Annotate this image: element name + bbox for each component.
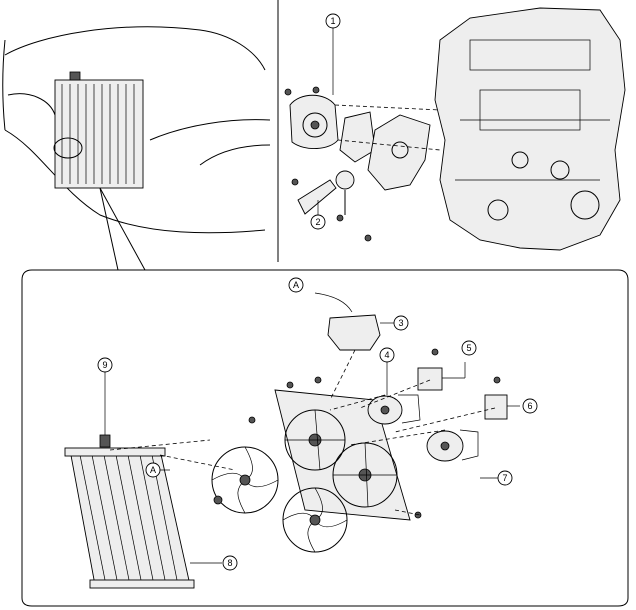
svg-text:1: 1: [330, 16, 335, 26]
svg-text:A: A: [293, 280, 299, 290]
svg-text:2: 2: [315, 217, 320, 227]
reference-a-top: A: [288, 277, 304, 293]
callout-5: 5: [461, 340, 477, 356]
lower-bolts: [248, 348, 501, 519]
callout-1: 1: [325, 13, 341, 29]
callout-4: 4: [379, 347, 395, 363]
water-pump-assembly: [284, 28, 441, 242]
fan-resistor-6: [484, 394, 508, 420]
svg-text:7: 7: [502, 473, 507, 483]
callout-2: 2: [310, 214, 326, 230]
fan-motor-lower: [426, 429, 479, 462]
fan-motor-upper: [367, 394, 421, 425]
svg-text:9: 9: [102, 360, 107, 370]
cooling-fan-left: [211, 446, 279, 514]
svg-text:4: 4: [384, 350, 389, 360]
fan-control-module: [314, 292, 381, 351]
svg-text:A: A: [150, 465, 156, 475]
vehicle-front-view: [2, 26, 271, 271]
radiator: [64, 434, 236, 589]
callout-9: 9: [97, 357, 113, 373]
svg-text:6: 6: [527, 401, 532, 411]
svg-text:8: 8: [227, 558, 232, 568]
fan-nut: [213, 495, 223, 505]
callout-3: 3: [393, 315, 409, 331]
small-radiator: [53, 71, 144, 189]
assembly-lines: [329, 349, 496, 516]
pump-bolts: [284, 86, 372, 242]
callout-7: 7: [497, 470, 513, 486]
callout-8: 8: [222, 555, 238, 571]
leader-lines: [104, 322, 520, 564]
reference-a-radiator: A: [145, 462, 161, 478]
cooling-fan-right: [282, 487, 348, 553]
svg-text:3: 3: [398, 318, 403, 328]
engine-block: [434, 7, 626, 251]
fan-resistor-5: [417, 367, 443, 391]
svg-text:5: 5: [466, 343, 471, 353]
callout-6: 6: [522, 398, 538, 414]
detail-panel-frame: [21, 269, 629, 607]
